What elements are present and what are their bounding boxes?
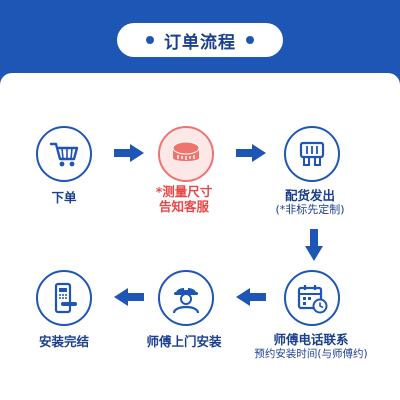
- step-ship-icon-wrap: [284, 126, 340, 182]
- step-measure-label: *测量尺寸 告知客服: [142, 184, 226, 214]
- step-contact-label-group: 师傅电话联系 预约安装时间(与师傅约): [246, 332, 376, 361]
- step-install-label: 师傅上门安装: [146, 334, 222, 349]
- step-contact-label: 师傅电话联系: [273, 332, 349, 347]
- measuring-tape-icon: [172, 141, 200, 161]
- step-done-label: 安装完结: [38, 334, 89, 349]
- title-dot-left: [146, 36, 154, 44]
- arrow-right-icon: [236, 144, 266, 162]
- step-ship-note: (*非标先定制): [275, 203, 345, 216]
- step-order-icon-wrap: [36, 126, 92, 182]
- arrow-right-icon: [114, 144, 144, 162]
- calendar-clock-icon: [297, 285, 328, 314]
- worker-icon: [172, 285, 200, 314]
- package-icon: [299, 141, 325, 166]
- step-measure-label-line1: *测量尺寸: [155, 184, 213, 199]
- title-dot-right: [246, 36, 254, 44]
- arrow-down-icon: [305, 229, 323, 261]
- step-measure-icon-wrap: [158, 126, 214, 182]
- page-title: 订单流程: [164, 32, 236, 53]
- step-ship-label: 配货发出: [284, 188, 335, 203]
- smart-lock-icon: [54, 282, 77, 314]
- step-measure-label-line2: 告知客服: [158, 199, 209, 214]
- step-contact-icon-wrap: [284, 270, 340, 326]
- step-contact-note: 预约安装时间(与师傅约): [254, 348, 368, 360]
- arrow-left-icon: [236, 288, 266, 306]
- step-ship-label-group: 配货发出 (*非标先定制): [262, 188, 358, 217]
- step-order-label: 下单: [51, 190, 77, 205]
- arrow-left-icon: [114, 288, 144, 306]
- step-done-icon-wrap: [36, 270, 92, 326]
- shopping-cart-icon: [49, 142, 79, 167]
- title-banner: 订单流程: [117, 23, 283, 57]
- step-install-icon-wrap: [158, 270, 214, 326]
